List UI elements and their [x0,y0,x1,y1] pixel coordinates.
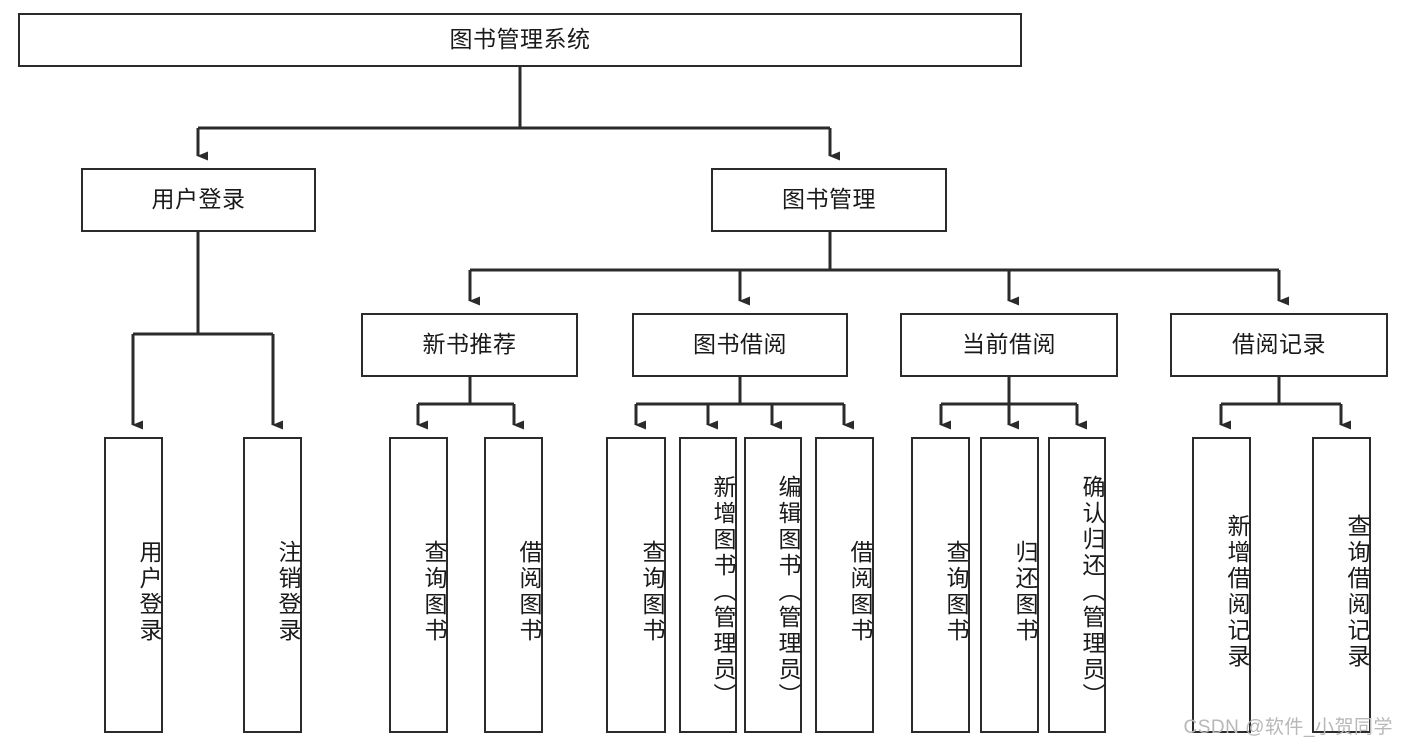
node-leaf-borrow-do[interactable]: 借阅图书 [815,437,874,733]
node-book-borrow[interactable]: 图书借阅 [632,313,848,377]
node-book-manage-label: 图书管理 [782,186,876,213]
node-root-label: 图书管理系统 [449,26,591,53]
node-leaf-cur-query[interactable]: 查询图书 [911,437,970,733]
node-root[interactable]: 图书管理系统 [18,13,1022,67]
node-book-manage[interactable]: 图书管理 [711,168,947,232]
node-leaf-rec-query-label: 查询图书 [421,540,447,644]
node-leaf-borrow-query-label: 查询图书 [639,540,665,644]
node-leaf-borrow-add[interactable]: 新增图书（管理员） [679,437,737,733]
node-leaf-cur-return[interactable]: 归还图书 [980,437,1039,733]
node-leaf-user-login-label: 用户登录 [136,540,162,644]
node-new-book-rec[interactable]: 新书推荐 [361,313,578,377]
node-leaf-borrow-edit[interactable]: 编辑图书（管理员） [744,437,802,733]
node-borrow-record-label: 借阅记录 [1232,331,1326,358]
node-new-book-rec-label: 新书推荐 [422,331,517,358]
node-leaf-rec-query2-label: 查询借阅记录 [1344,514,1370,670]
node-leaf-cur-query-label: 查询图书 [943,540,969,644]
node-leaf-borrow-query[interactable]: 查询图书 [606,437,666,733]
node-leaf-rec-add-label: 新增借阅记录 [1224,514,1250,670]
node-leaf-borrow-edit-label: 编辑图书（管理员） [775,475,801,709]
node-leaf-rec-query2[interactable]: 查询借阅记录 [1312,437,1371,733]
node-leaf-cur-confirm-label: 确认归还（管理员） [1079,475,1105,709]
node-leaf-user-login[interactable]: 用户登录 [104,437,163,733]
node-leaf-borrow-do-label: 借阅图书 [847,540,873,644]
node-leaf-user-logout-label: 注销登录 [275,540,301,644]
node-book-borrow-label: 图书借阅 [693,331,787,358]
node-leaf-borrow-add-label: 新增图书（管理员） [710,475,736,709]
node-current-borrow[interactable]: 当前借阅 [900,313,1118,377]
node-current-borrow-label: 当前借阅 [962,331,1056,358]
node-leaf-rec-query[interactable]: 查询图书 [389,437,448,733]
node-borrow-record[interactable]: 借阅记录 [1170,313,1388,377]
node-user-login-label: 用户登录 [151,186,246,213]
node-leaf-rec-borrow[interactable]: 借阅图书 [484,437,543,733]
csdn-watermark: CSDN @软件_小贺同学 [1183,717,1393,738]
node-leaf-rec-add[interactable]: 新增借阅记录 [1192,437,1251,733]
node-user-login[interactable]: 用户登录 [81,168,316,232]
node-leaf-rec-borrow-label: 借阅图书 [516,540,542,644]
node-leaf-cur-confirm[interactable]: 确认归还（管理员） [1048,437,1106,733]
node-leaf-user-logout[interactable]: 注销登录 [243,437,302,733]
node-leaf-cur-return-label: 归还图书 [1012,540,1038,644]
